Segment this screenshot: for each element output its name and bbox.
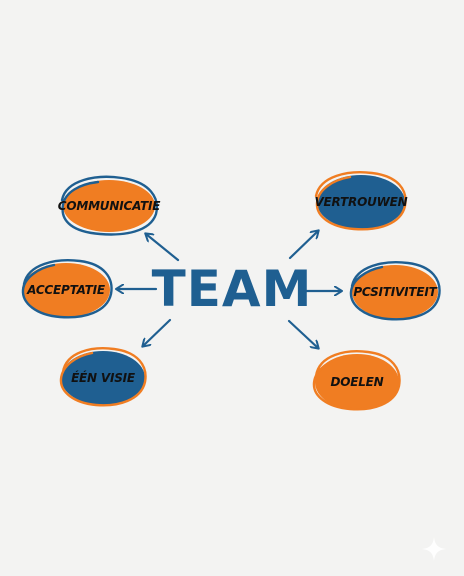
node-een-visie-ring [59, 347, 147, 407]
node-doelen-label: DOELEN [330, 375, 383, 389]
node-positiviteit-fill [352, 265, 438, 319]
node-een-visie-fill [61, 351, 145, 405]
arrow-to-vertrouwen [288, 231, 318, 260]
node-acceptatie-fill [22, 263, 110, 317]
node-communicatie-fill [63, 180, 155, 232]
node-acceptatie: ACCEPTATIE [21, 259, 113, 319]
node-positiviteit-label: PCSITIVITEIT [353, 285, 437, 299]
node-communicatie-label: COMMUNICATIE [58, 199, 162, 213]
node-acceptatie-ring [21, 259, 113, 319]
node-vertrouwen-label: VERTROUWEN [314, 195, 407, 209]
node-communicatie: COMMUNICATIE [58, 175, 162, 236]
node-vertrouwen-ring [314, 171, 407, 231]
node-een-visie-label: ÉÉN VISIE [71, 370, 136, 385]
center-team-label: TEAM [152, 260, 313, 318]
node-doelen-ring [312, 350, 401, 411]
node-communicatie-ring [60, 175, 159, 236]
arrow-to-een-visie [143, 318, 172, 346]
sparkle-icon [422, 537, 446, 561]
node-vertrouwen-fill [317, 175, 405, 229]
node-doelen-fill [315, 354, 399, 410]
node-acceptatie-label: ACCEPTATIE [26, 283, 106, 297]
node-vertrouwen: VERTROUWEN [314, 171, 408, 231]
node-positiviteit: PCSITIVITEIT [349, 261, 441, 321]
arrow-to-doelen [287, 319, 318, 348]
arrows [117, 231, 341, 348]
node-doelen: DOELEN [312, 350, 401, 411]
arrow-to-communicatie [146, 234, 180, 262]
node-een-visie: ÉÉN VISIE [59, 347, 147, 407]
node-positiviteit-ring [349, 261, 441, 321]
